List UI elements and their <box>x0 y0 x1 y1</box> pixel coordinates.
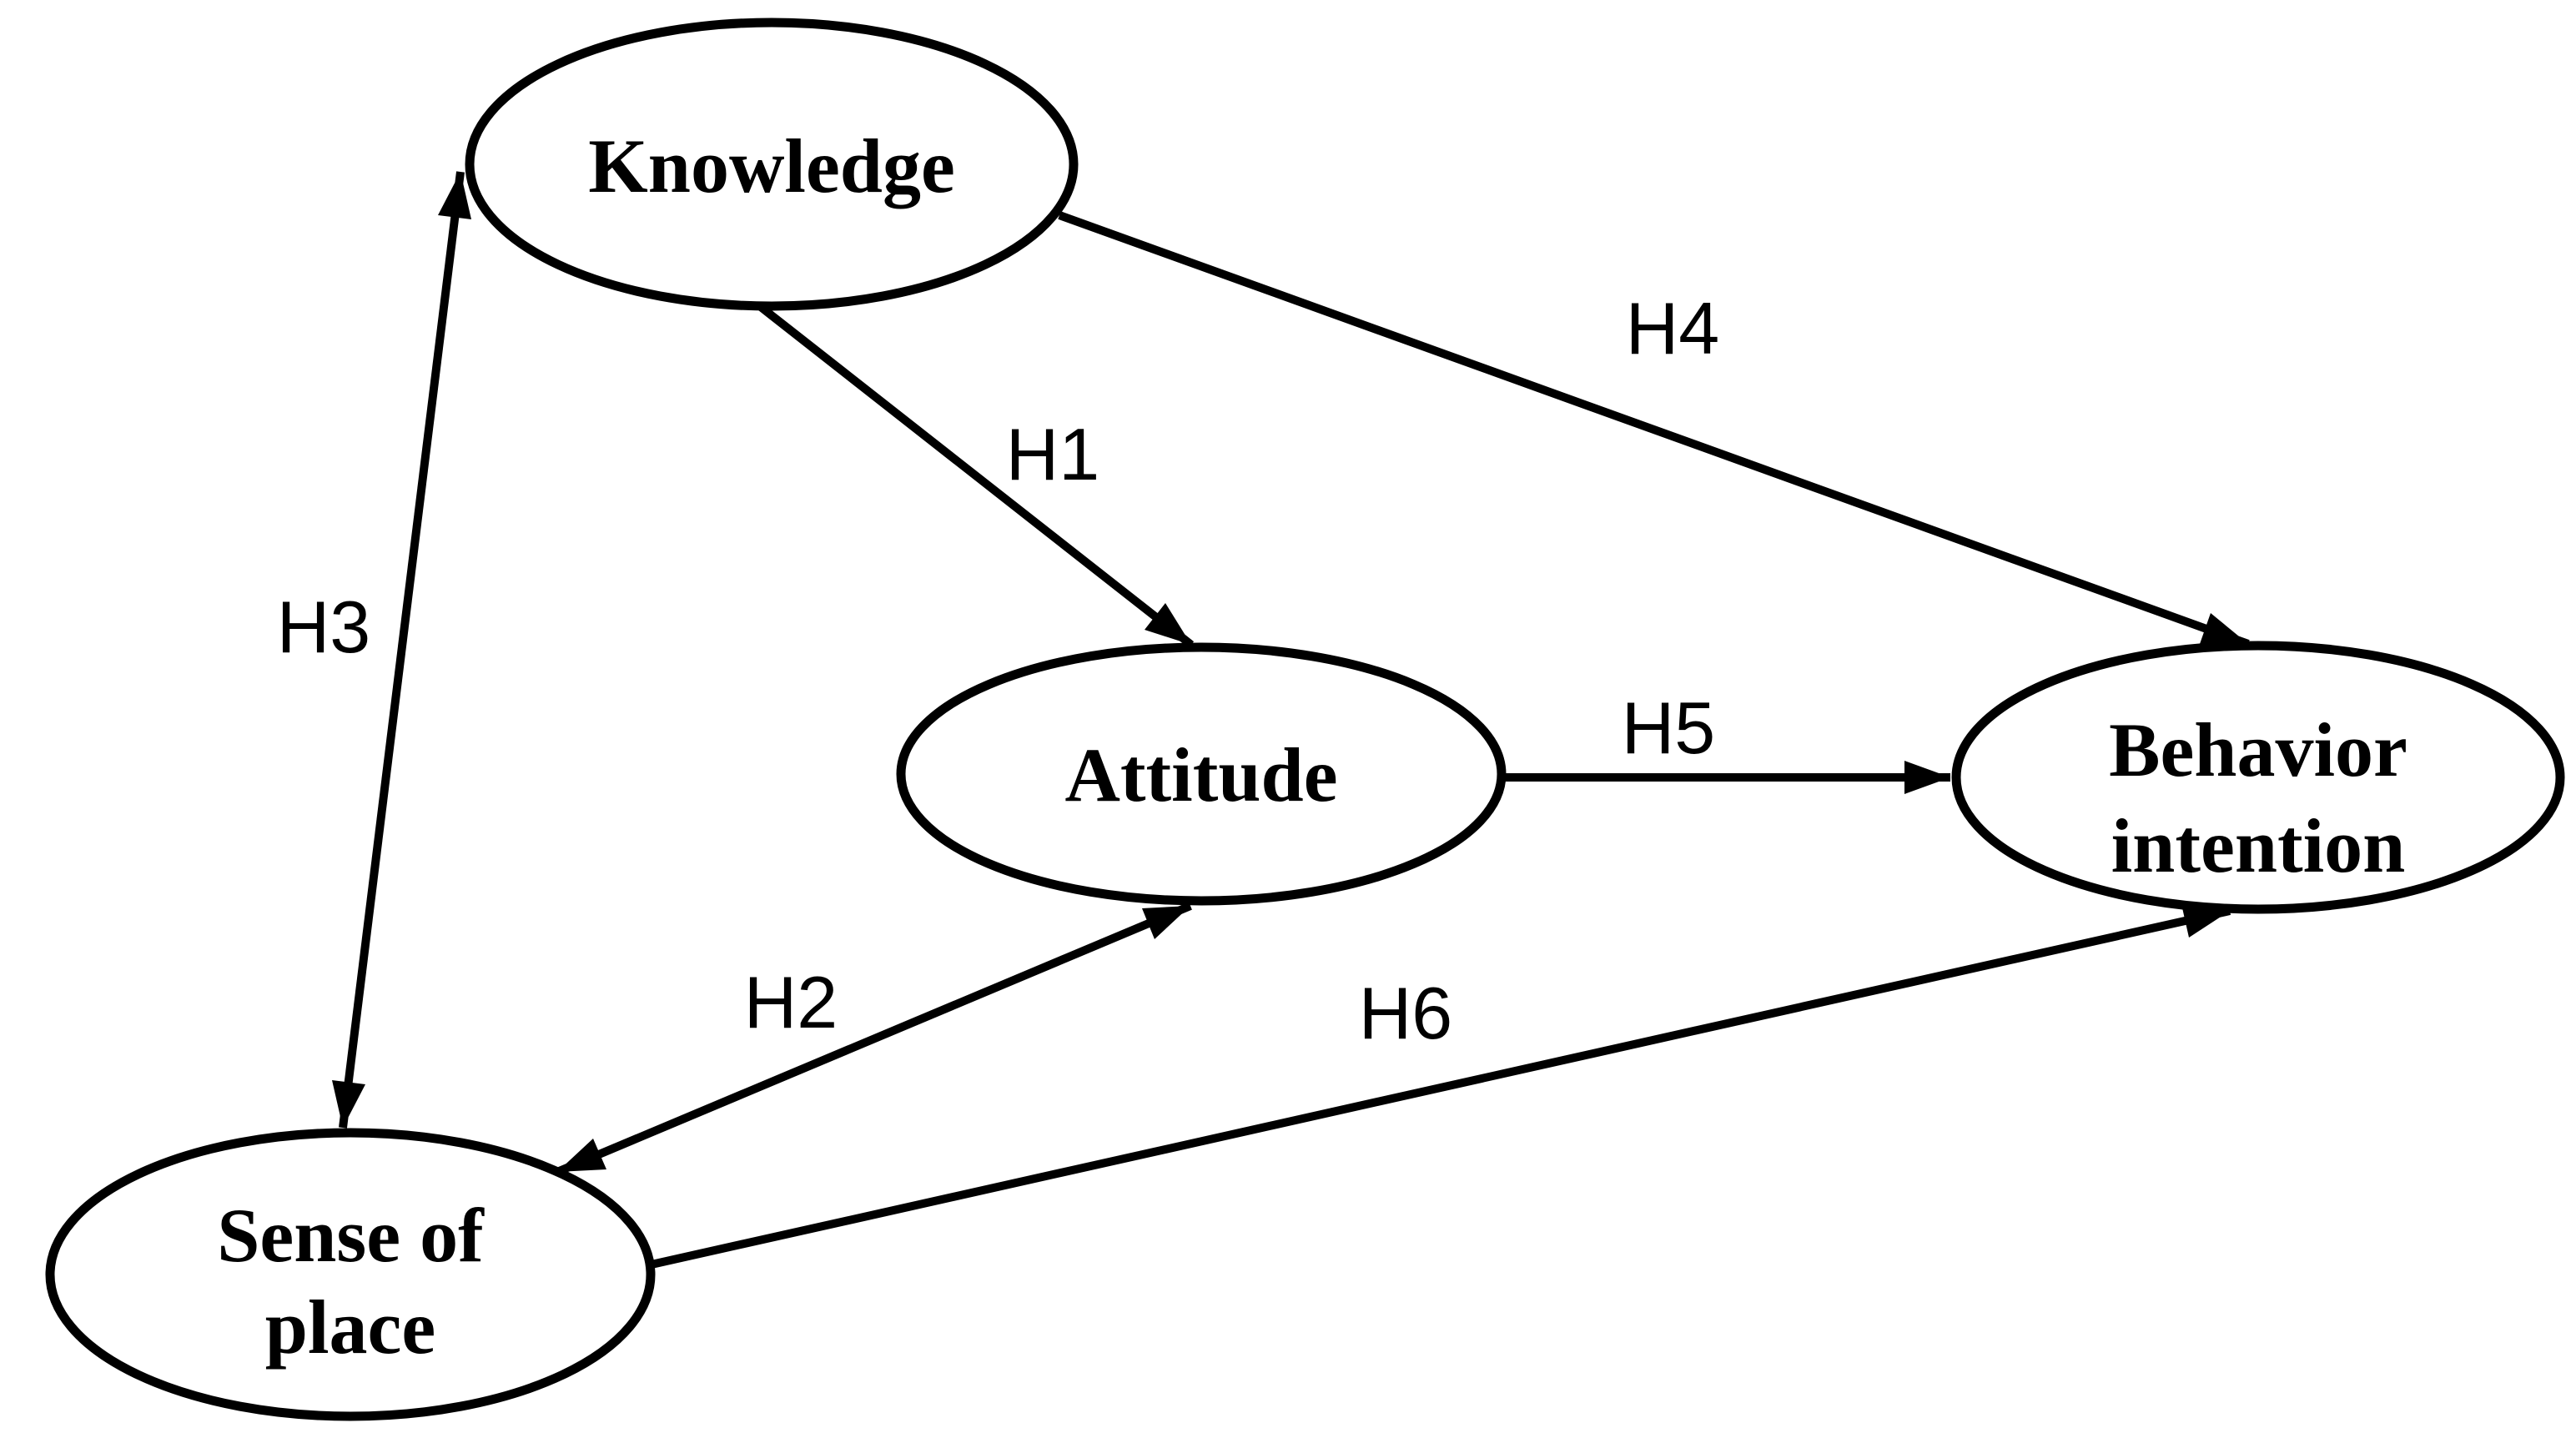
node-behavior-intention: Behavior intention <box>1951 641 2565 914</box>
edge-h3-line <box>339 171 465 1129</box>
knowledge-label: Knowledge <box>588 123 955 209</box>
edge-h6-label: H6 <box>1359 972 1453 1054</box>
h3-arrowhead-sense-icon <box>332 1080 365 1128</box>
sense-of-place-label-line2: place <box>265 1285 435 1370</box>
h2-arrowhead-attitude-icon <box>1142 906 1190 939</box>
edge-h1-line <box>757 304 1195 648</box>
h2-arrowhead-sense-icon <box>557 1139 606 1172</box>
knowledge-ellipse <box>465 18 1079 311</box>
edge-h1-label: H1 <box>1006 413 1100 495</box>
edge-h2-line <box>556 902 1192 1176</box>
edge-h2-label: H2 <box>744 961 838 1043</box>
edge-h3-label: H3 <box>277 586 371 668</box>
attitude-ellipse <box>896 642 1507 906</box>
behavior-intention-label-line1: Behavior <box>2109 707 2407 792</box>
edge-h4-label: H4 <box>1626 287 1720 370</box>
edge-h5-label: H5 <box>1622 686 1716 769</box>
edge-h6-line <box>642 907 2231 1270</box>
attitude-label: Attitude <box>1064 732 1337 817</box>
h5-arrowhead-icon <box>1904 761 1950 794</box>
node-attitude: Attitude <box>896 642 1507 906</box>
sense-of-place-ellipse <box>45 1128 656 1421</box>
edge-h4-line <box>1058 211 2250 648</box>
h3-arrowhead-knowledge-icon <box>438 172 471 219</box>
behavior-intention-label: Behavior intention <box>2109 707 2407 888</box>
behavior-intention-label-line2: intention <box>2111 803 2406 888</box>
sense-of-place-label-line1: Sense of <box>217 1193 485 1278</box>
node-knowledge: Knowledge <box>465 18 1079 311</box>
behavior-intention-ellipse <box>1951 641 2565 914</box>
h1-arrowhead-icon <box>1145 603 1191 645</box>
h4-arrowhead-icon <box>2200 613 2248 644</box>
